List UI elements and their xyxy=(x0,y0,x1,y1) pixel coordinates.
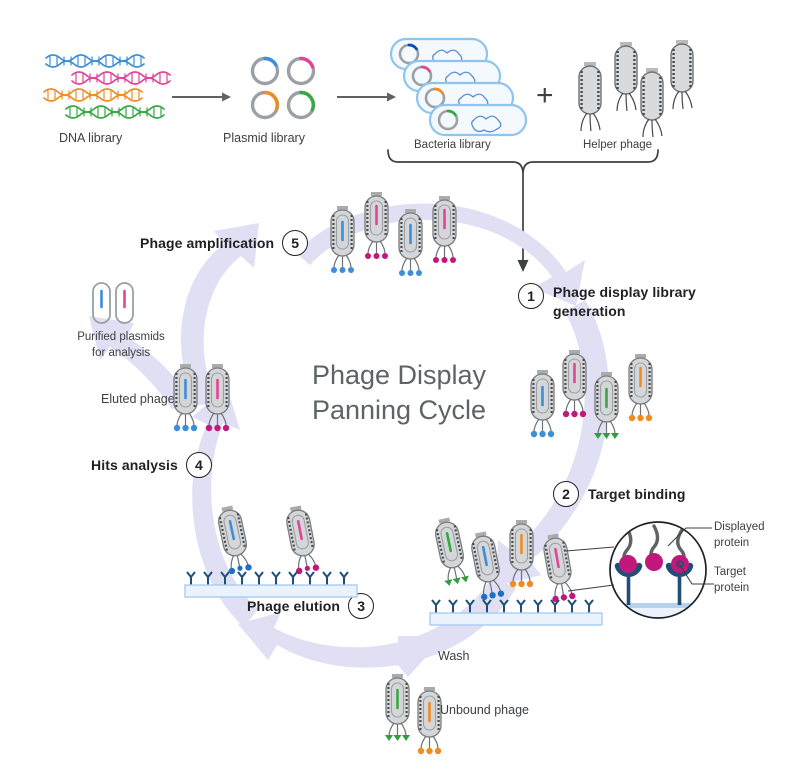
step-2-label: Target binding xyxy=(588,486,686,502)
bacteria-cells-icon xyxy=(389,37,528,137)
purified-plasmids-icon xyxy=(91,281,141,327)
step-3-label: Phage elution xyxy=(247,598,341,614)
step-5[interactable]: Phage amplification 5 xyxy=(140,230,309,256)
helper-phage-group xyxy=(575,40,697,138)
binding-detail-inset xyxy=(606,516,714,624)
bacteria-library-label: Bacteria library xyxy=(414,139,491,151)
plasmid-library xyxy=(249,55,325,127)
step-4-badge: 4 xyxy=(185,452,212,478)
dna-library-label: DNA library xyxy=(59,131,123,145)
arrow-dna-to-plasmid xyxy=(172,91,234,103)
step-5-badge: 5 xyxy=(282,230,309,256)
dna-library xyxy=(43,52,194,124)
step-2-badge: 2 xyxy=(553,481,579,507)
plus-sign: + xyxy=(536,79,554,112)
phage-group-generation xyxy=(527,350,687,462)
target-protein-leader xyxy=(677,561,718,592)
step-1[interactable]: 1 Phage display library generation xyxy=(518,283,723,321)
step-4[interactable]: Hits analysis 4 xyxy=(91,452,212,478)
unbound-phage-label: Unbound phage xyxy=(440,703,529,717)
arrow-plasmid-to-bacteria xyxy=(337,91,399,103)
step-2[interactable]: 2 Target binding xyxy=(553,481,686,507)
inset-connector xyxy=(560,545,630,595)
displayed-protein-leader xyxy=(667,520,716,550)
helper-phage-icon xyxy=(578,40,694,138)
step-1-badge: 1 xyxy=(518,283,544,309)
plasmid-rings-icon xyxy=(250,56,316,120)
phage-group-amplification xyxy=(327,192,477,288)
plasmid-library-label: Plasmid library xyxy=(223,131,305,145)
wash-arrow-icon xyxy=(392,636,426,678)
binding-assay-plate xyxy=(429,517,620,630)
eluted-phage-label: Eluted phage xyxy=(101,392,175,406)
dna-strands-icon xyxy=(43,54,171,119)
eluted-phage-group xyxy=(172,364,246,440)
step-4-label: Hits analysis xyxy=(91,457,178,473)
wash-label: Wash xyxy=(438,649,470,663)
helper-phage-label: Helper phage xyxy=(583,139,653,151)
step-1-label: Phage display library generation xyxy=(553,284,696,319)
bacteria-library xyxy=(389,37,530,138)
elution-assay-plate xyxy=(184,505,375,600)
step-5-label: Phage amplification xyxy=(140,235,275,251)
unbound-phage-group xyxy=(382,674,462,758)
